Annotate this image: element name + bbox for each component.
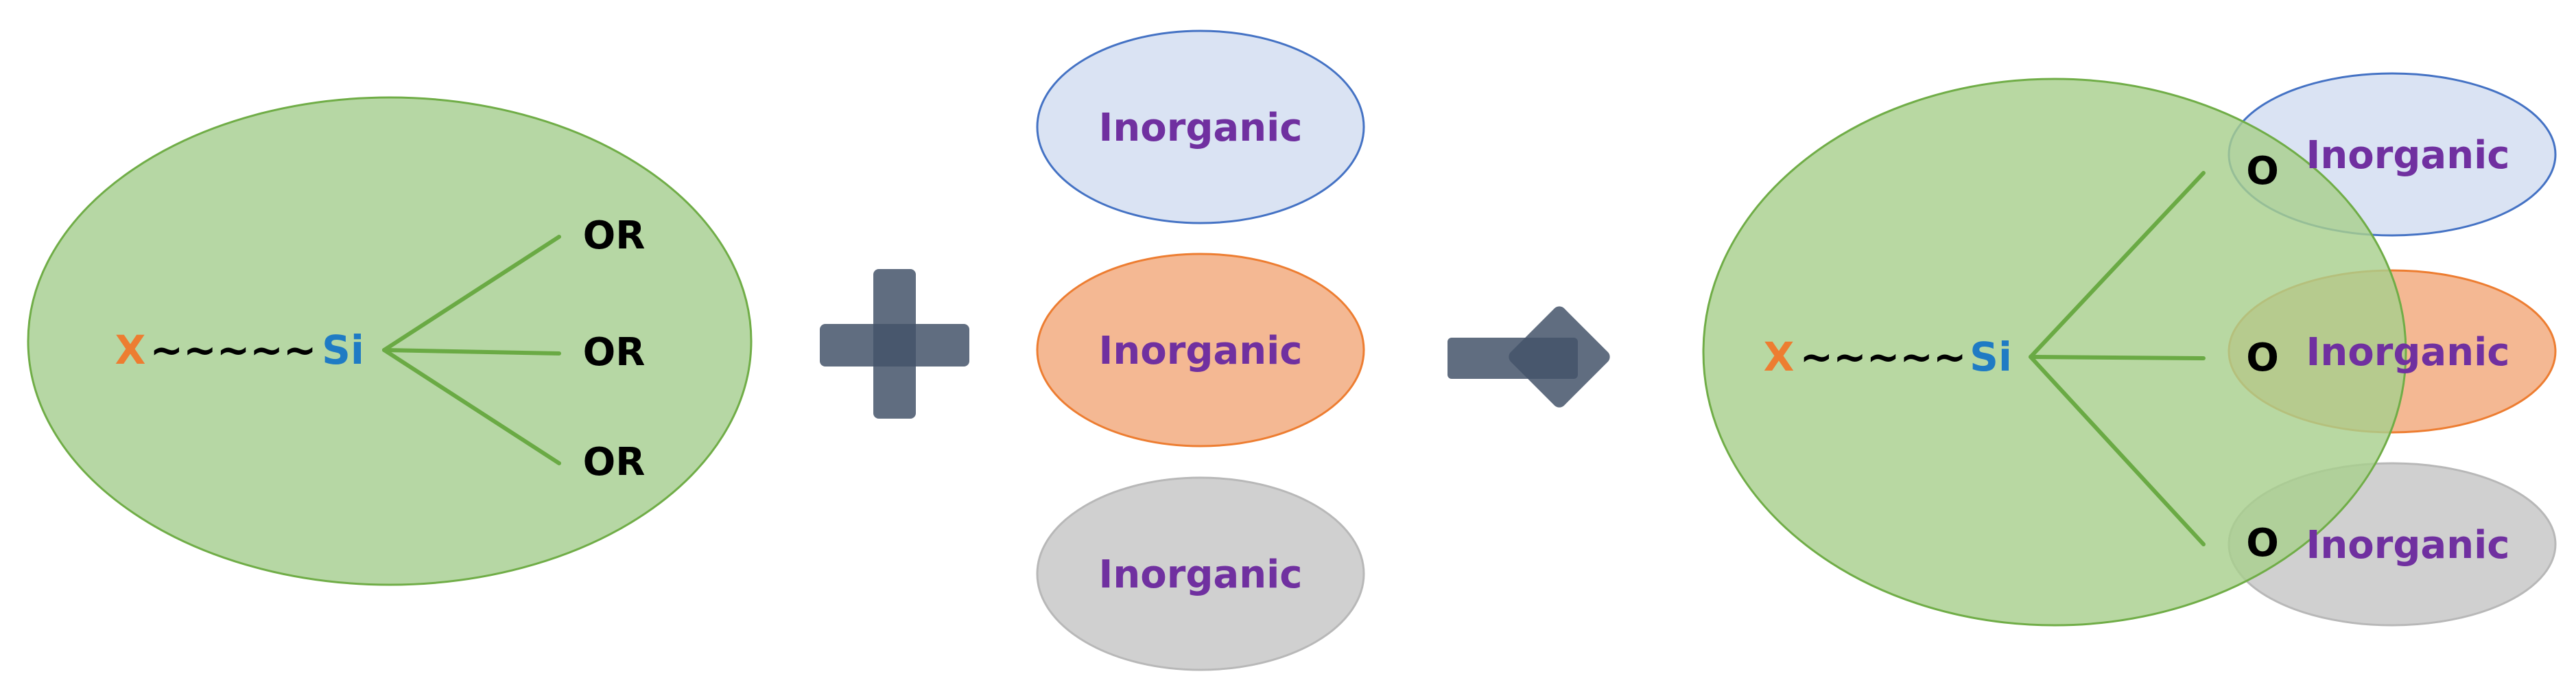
reactant-bond-bottom bbox=[382, 348, 561, 465]
reactant-x-label: X bbox=[115, 327, 146, 373]
inorganic-label-gray: Inorganic bbox=[1099, 552, 1303, 597]
inorganic-ellipse-orange bbox=[1036, 253, 1365, 447]
coupled-product: X ~~~~~ Si O O O Inorganic Inorganic Ino… bbox=[1702, 72, 2557, 627]
product-inorganic-label-blue: Inorganic bbox=[2306, 133, 2510, 178]
product-inorganic-label-gray: Inorganic bbox=[2306, 523, 2510, 568]
product-si-label: Si bbox=[1970, 334, 2012, 380]
reactant-organic-ellipse bbox=[27, 96, 753, 586]
inorganic-label-blue: Inorganic bbox=[1099, 106, 1303, 150]
reactant-group-or-bottom: OR bbox=[583, 440, 646, 485]
reactant-bond-top bbox=[382, 235, 561, 352]
inorganic-materials: Inorganic Inorganic Inorganic bbox=[1036, 30, 1365, 671]
silane-reactant: X ~~~~~ Si OR OR OR bbox=[27, 96, 753, 586]
product-linker: ~~~~~ bbox=[1800, 334, 1967, 380]
product-bond-middle bbox=[2029, 355, 2206, 360]
product-o-middle: O bbox=[2246, 336, 2279, 380]
product-o-top: O bbox=[2246, 149, 2279, 194]
product-organic-ellipse bbox=[1702, 78, 2407, 627]
reactant-group-or-top: OR bbox=[583, 213, 646, 258]
reactant-si-label: Si bbox=[322, 327, 364, 373]
reactant-group-or-middle: OR bbox=[583, 330, 646, 375]
plus-icon bbox=[820, 269, 969, 419]
product-o-bottom: O bbox=[2246, 521, 2279, 566]
inorganic-ellipse-gray bbox=[1036, 476, 1365, 671]
product-x-label: X bbox=[1764, 334, 1795, 380]
product-bond-bottom bbox=[2029, 355, 2206, 546]
inorganic-label-orange: Inorganic bbox=[1099, 329, 1303, 373]
product-bond-top bbox=[2029, 171, 2206, 359]
product-inorganic-label-orange: Inorganic bbox=[2306, 330, 2510, 375]
reactant-bond-middle bbox=[382, 348, 561, 356]
reactant-linker: ~~~~~ bbox=[150, 327, 317, 373]
inorganic-ellipse-blue bbox=[1036, 30, 1365, 224]
right-arrow-icon bbox=[1447, 306, 1610, 408]
